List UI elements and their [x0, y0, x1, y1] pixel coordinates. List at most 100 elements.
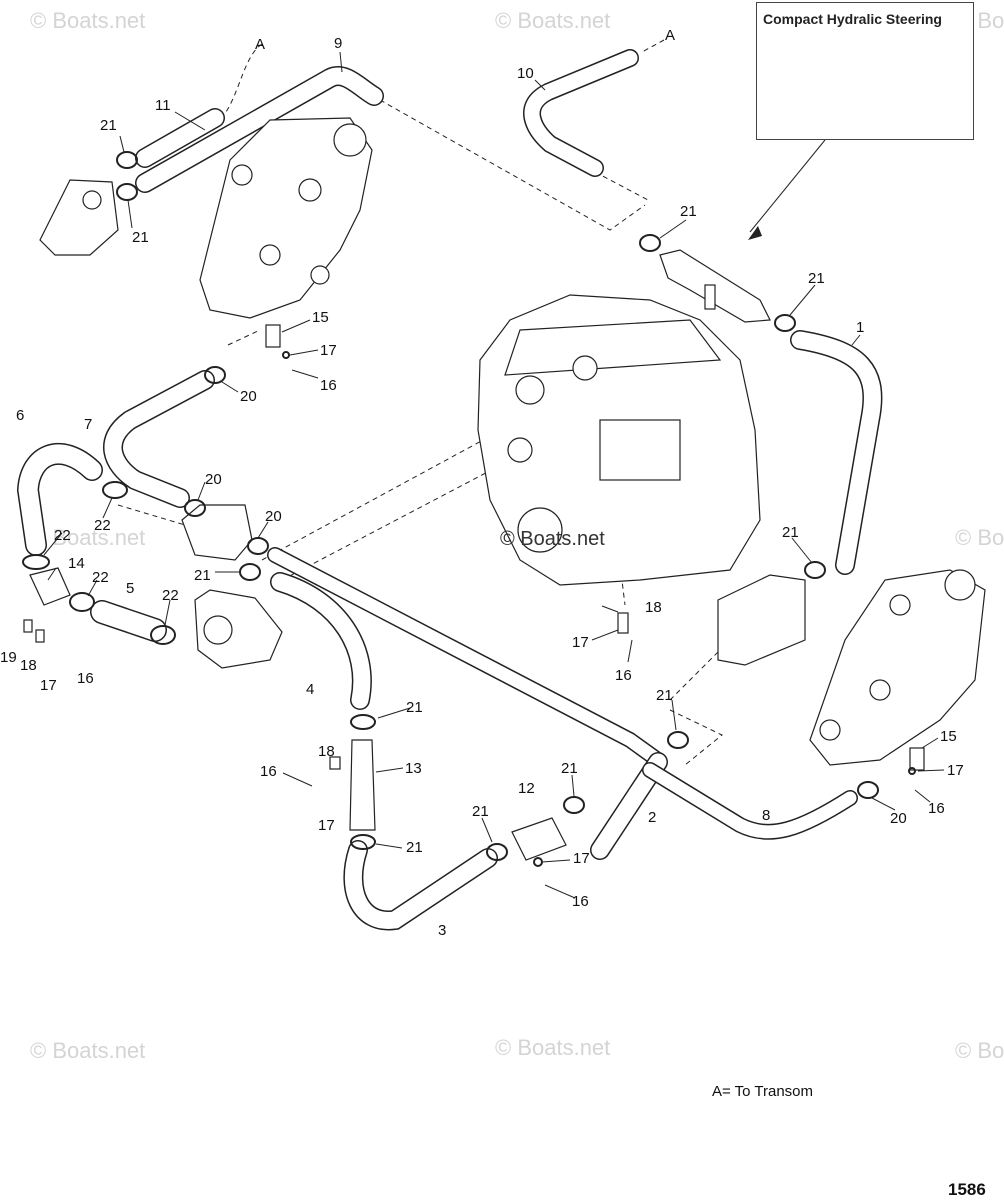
fitting-14	[29, 567, 71, 606]
callout-a-right: A	[665, 27, 675, 44]
callout-labels: A A 9 11 10 23 1 2 3 4 5 6 7 8 12 13 14 …	[0, 27, 964, 939]
callout-19: 19	[0, 649, 17, 666]
callout-15: 15	[312, 309, 329, 326]
callout-7: 7	[84, 416, 92, 433]
callout-5: 5	[126, 580, 134, 597]
inset-arrow-icon	[748, 226, 762, 240]
clamp-20	[204, 366, 226, 384]
callout-12: 12	[518, 780, 535, 797]
clamp-20	[247, 537, 269, 555]
leader-fitting15	[227, 329, 261, 346]
leader-hose10	[594, 171, 649, 201]
fitting-15-left	[265, 324, 281, 348]
manifold-port	[333, 123, 367, 157]
clamp-22	[150, 625, 176, 645]
callout-14: 14	[68, 555, 85, 572]
callout-20: 20	[205, 471, 222, 488]
hose-layer	[16, 49, 883, 931]
manifold-port	[298, 178, 322, 202]
fitting-13	[349, 739, 376, 831]
sensor-18	[617, 612, 629, 634]
callout-17: 17	[573, 850, 590, 867]
callout-20: 20	[890, 810, 907, 827]
manifold-port	[310, 265, 330, 285]
sensor-18-left	[329, 756, 341, 770]
leader-engine-2	[281, 454, 521, 581]
watermark-center: © Boats.net	[500, 528, 605, 550]
fuel-cooler	[717, 574, 806, 666]
callout-6: 6	[16, 407, 24, 424]
callout-17: 17	[947, 762, 964, 779]
callout-20: 20	[240, 388, 257, 405]
callout-21: 21	[680, 203, 697, 220]
callout-4: 4	[306, 681, 314, 698]
callout-21: 21	[472, 803, 489, 820]
watermark: © Boats.net	[30, 1038, 145, 1063]
clamp-21	[239, 563, 261, 581]
callout-1: 1	[856, 319, 864, 336]
callout-22: 22	[54, 527, 71, 544]
o-ring-17	[282, 351, 290, 359]
clamp-21	[116, 151, 138, 169]
sensor-18-far-left	[35, 629, 45, 643]
water-pump	[194, 589, 283, 669]
clamp-layer	[22, 151, 916, 867]
callout-8: 8	[762, 807, 770, 824]
watermark: © Boats.net	[955, 1038, 1004, 1063]
legend-note: A= To Transom	[712, 1083, 814, 1100]
callout-21: 21	[406, 839, 423, 856]
callout-18: 18	[645, 599, 662, 616]
leader-clamp22	[117, 504, 186, 526]
clamp-21	[804, 561, 826, 579]
clamp-21	[639, 234, 661, 252]
figure-number: 1586	[948, 1180, 986, 1199]
callout-16: 16	[928, 800, 945, 817]
callout-21: 21	[561, 760, 578, 777]
clamp-21	[116, 183, 138, 201]
thermostat-block	[181, 504, 253, 561]
leader-a-left	[225, 43, 263, 113]
o-ring-17	[908, 767, 916, 775]
callout-17: 17	[40, 677, 57, 694]
callout-18: 18	[20, 657, 37, 674]
engine-detail	[507, 437, 533, 463]
clamp-20	[184, 499, 206, 517]
engine-pulley	[517, 507, 563, 553]
callout-21: 21	[782, 524, 799, 541]
engine-detail	[515, 375, 545, 405]
fitting-12	[511, 817, 567, 861]
callout-16: 16	[260, 763, 277, 780]
callout-17: 17	[572, 634, 589, 651]
manifold-port	[889, 594, 911, 616]
o-ring-17	[533, 857, 543, 867]
callout-17: 17	[318, 817, 335, 834]
thermostat-housing	[39, 179, 119, 256]
callout-21: 21	[132, 229, 149, 246]
callout-a-left: A	[255, 36, 265, 53]
callout-2: 2	[648, 809, 656, 826]
leader-engine-1	[261, 419, 521, 561]
callout-21: 21	[808, 270, 825, 287]
callout-11: 11	[155, 97, 171, 114]
manifold-port	[259, 244, 281, 266]
callout-9: 9	[334, 35, 342, 52]
callout-16: 16	[77, 670, 94, 687]
watermark: © Boats.net	[30, 525, 145, 550]
callout-22: 22	[162, 587, 179, 604]
clamp-20	[857, 781, 879, 799]
callout-16: 16	[615, 667, 632, 684]
callout-18: 18	[318, 743, 335, 760]
engine-detail	[572, 355, 598, 381]
callout-16: 16	[572, 893, 589, 910]
clamp-21	[350, 714, 376, 730]
pump-pulley	[203, 615, 233, 645]
watermark-layer: © Boats.net © Boats.net © Boats.net © Bo…	[30, 8, 1004, 1063]
manifold-port	[231, 164, 253, 186]
clamp-22	[102, 481, 128, 499]
cooler-bracket	[704, 284, 716, 310]
callout-21: 21	[100, 117, 117, 134]
inset-box: Compact Hydralic Steering	[756, 2, 974, 140]
engine-detail	[599, 419, 681, 481]
clamp-21	[667, 731, 689, 749]
